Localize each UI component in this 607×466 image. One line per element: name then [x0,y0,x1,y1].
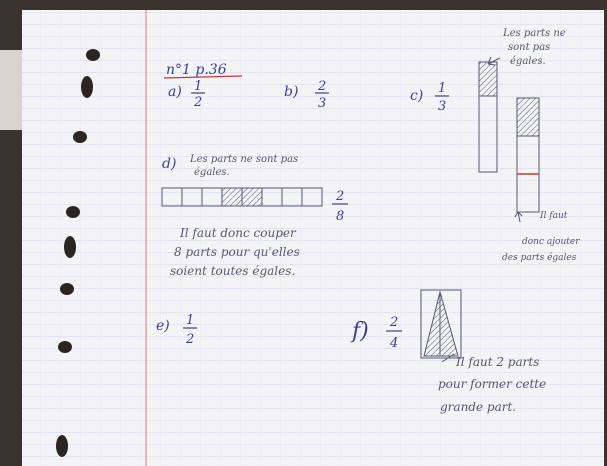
right-note: Il faut donc ajouter des parts égales [502,211,582,263]
grid-lines [22,10,604,466]
item-b-denominator: 3 [318,96,326,111]
item-d-denominator: 8 [336,209,344,224]
arrow-icon [441,353,455,363]
desk-object [0,50,22,130]
item-a-denominator: 2 [193,95,202,110]
item-c-numerator: 1 [438,81,446,96]
item-d-numerator: 2 [335,189,344,204]
item-e-numerator: 1 [186,313,194,328]
item-f-label: f) [350,319,369,344]
item-f-numerator: 2 [389,315,398,330]
exercise-heading: n°1 p.36 [166,62,227,78]
item-c-label: c) [410,88,423,104]
item-d-note: Les parts ne sont pas égales. [189,154,301,178]
item-f-denominator: 4 [389,336,398,351]
item-f-note: Il faut 2 parts pour former cette grande… [438,355,550,414]
strip-part-shaded [221,187,243,207]
item-b-numerator: 2 [317,79,326,94]
item-e-label: e) [156,318,170,334]
item-d-strip [161,187,323,207]
heading-underline [163,75,243,79]
item-d-explanation: Il faut donc couper 8 parts pour qu'elle… [170,226,304,278]
strip-part [301,187,323,207]
item-a-label: a) [168,84,182,100]
arrow-icon [514,211,523,223]
item-b-label: b) [284,84,298,100]
item-a-numerator: 1 [194,79,202,94]
item-d-label: d) [162,156,176,172]
binder-holes [56,49,100,457]
item-c-bar-left [478,61,498,173]
item-c-denominator: 3 [438,99,446,114]
item-c-bar-right [516,97,540,213]
item-e-denominator: 2 [185,332,194,347]
strip-part-shaded [241,187,263,207]
item-c-note: Les parts ne sont pas égales. [502,28,569,67]
item-f-drawing [420,289,462,359]
arrow-icon [487,56,501,66]
